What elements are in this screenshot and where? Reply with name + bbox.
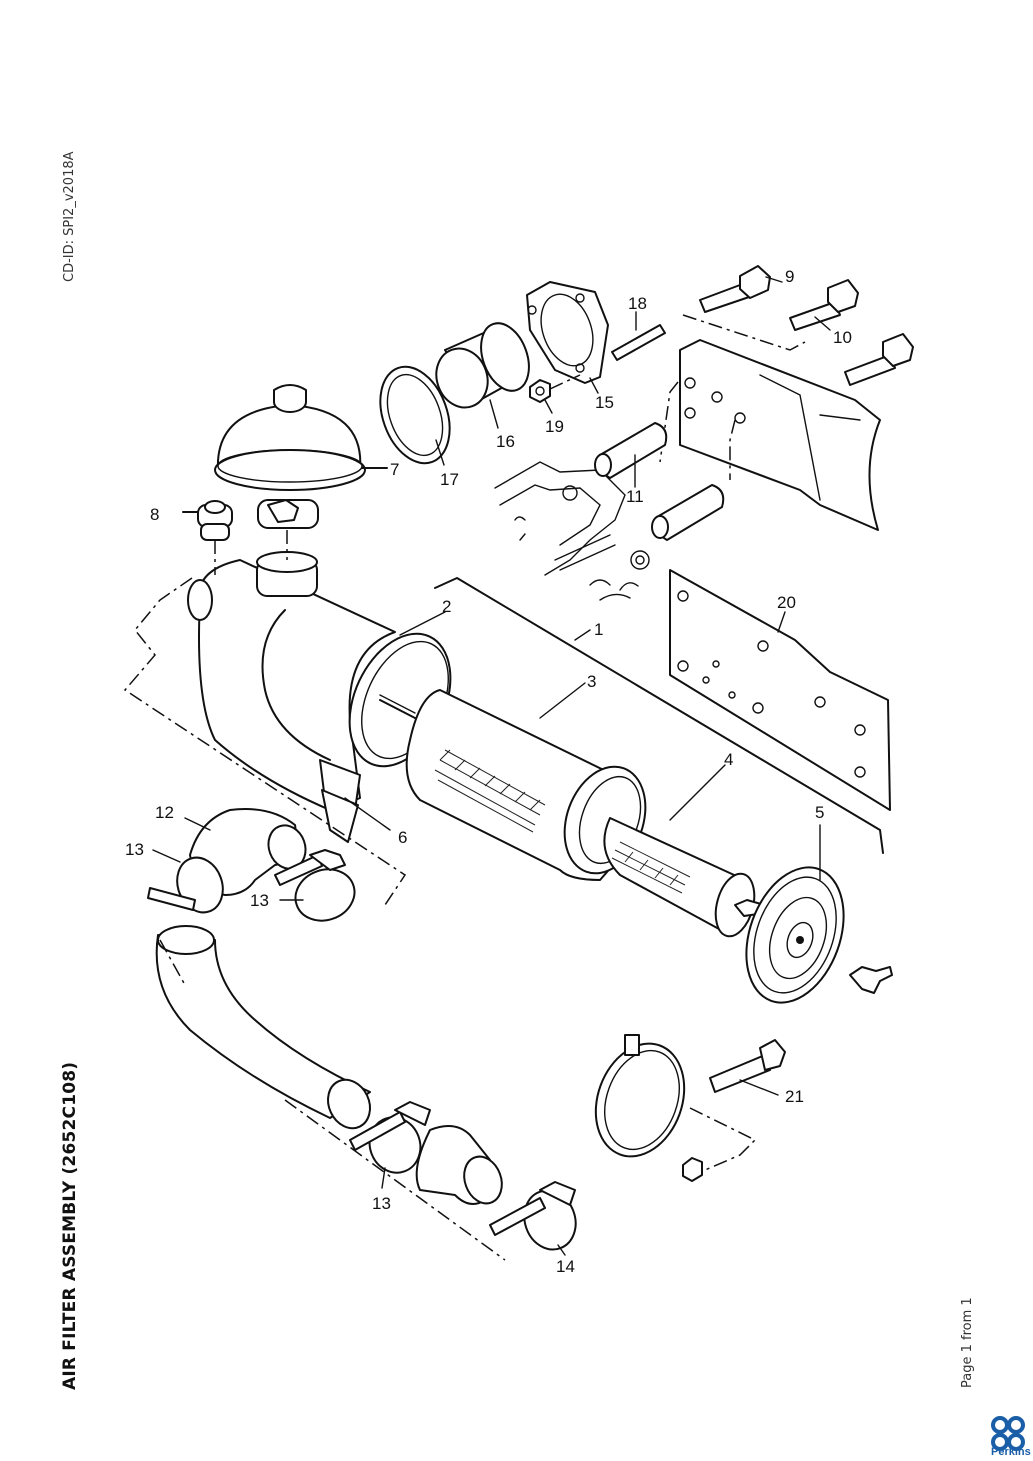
part-21-band-clamp: [594, 1034, 786, 1182]
callout-2: 2: [442, 597, 451, 616]
intake-hose: [155, 925, 371, 1130]
assembly-bracket-lines: [123, 530, 884, 1261]
callout-9: 9: [785, 267, 794, 286]
part-8-cap: [182, 500, 233, 541]
part-10b-bolt: [844, 333, 914, 386]
callout-11: 11: [626, 487, 644, 506]
part-18-stud: [611, 324, 666, 361]
callout-12: 12: [155, 803, 174, 822]
callout-13-upper-right: 13: [250, 891, 269, 910]
callout-3: 3: [587, 672, 596, 691]
reducer-hose: [415, 1125, 503, 1205]
engine-block-fragment: [494, 461, 650, 601]
part-13-clamp: [147, 849, 356, 922]
callout-10: 10: [833, 328, 852, 347]
callout-1: 1: [594, 620, 603, 639]
part-5-end-cover: [745, 866, 893, 1004]
part-19-nut: [529, 374, 581, 403]
perkins-logo-icon: [991, 1416, 1025, 1451]
callout-5: 5: [815, 803, 824, 822]
part-20-plate: [669, 569, 891, 811]
perkins-logo-text: Perkins: [991, 1446, 1031, 1458]
callout-13-lower: 13: [372, 1194, 391, 1213]
callout-4: 4: [724, 750, 733, 769]
part-15-flange: [526, 281, 609, 384]
callout-18: 18: [628, 294, 647, 313]
part-17-seal-ring: [379, 365, 451, 465]
callout-13-upper-left: 13: [125, 840, 144, 859]
part-10-bolt: [789, 279, 859, 331]
part-7-precleaner: [214, 384, 388, 529]
part-16-sleeve: [435, 322, 530, 409]
callout-16: 16: [496, 432, 515, 451]
callout-14: 14: [556, 1257, 575, 1276]
callout-7: 7: [390, 460, 399, 479]
callout-20: 20: [777, 593, 796, 612]
part-11-spacers: [594, 422, 725, 541]
callout-labels: 1 2 3 4 5 6 7 8 9 10 11 12 13 13 13 14 1…: [125, 267, 852, 1276]
leader-lines: [152, 276, 831, 1256]
callout-19: 19: [545, 417, 564, 436]
part-14-clamp: [489, 1181, 577, 1251]
wing-nut: [849, 966, 893, 994]
threaded-rod: [379, 694, 416, 719]
callout-6: 6: [398, 828, 407, 847]
part-4-inner-element: [603, 817, 762, 938]
callout-15: 15: [595, 393, 614, 412]
callout-17: 17: [440, 470, 459, 489]
part-9-bolt: [699, 265, 771, 313]
callout-8: 8: [150, 505, 159, 524]
callout-21: 21: [785, 1087, 804, 1106]
part-13-clamp-lower: [349, 1101, 431, 1174]
